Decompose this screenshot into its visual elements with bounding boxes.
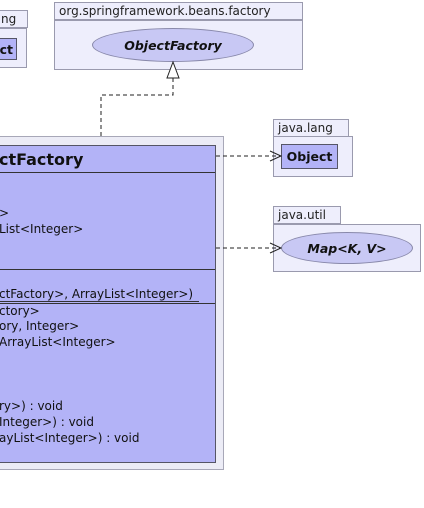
- map-label: Map<K, V>: [307, 240, 387, 256]
- package-name-lang: java.lang: [278, 121, 333, 135]
- method-1: ctory>: [0, 304, 40, 318]
- field-2: List<Integer>: [0, 222, 84, 236]
- object-node-left-label: ect: [0, 41, 13, 57]
- fields-divider: [0, 269, 215, 270]
- method-5: Integer>) : void: [0, 415, 94, 429]
- method-4: ry>) : void: [0, 399, 63, 413]
- main-class-title: ctFactory: [0, 150, 84, 169]
- package-name-factory: org.springframework.beans.factory: [59, 4, 271, 18]
- method-3: ArrayList<Integer>: [0, 335, 116, 349]
- method-6: ayList<Integer>) : void: [0, 431, 140, 445]
- dependency-arrowhead-map: [269, 242, 283, 254]
- package-tab-util: java.util: [273, 206, 341, 224]
- package-name-util: java.util: [278, 208, 326, 222]
- constructor-1: ctFactory>, ArrayList<Integer>): [0, 287, 194, 301]
- method-2: ory, Integer>: [0, 319, 80, 333]
- title-divider: [0, 172, 215, 173]
- objectfactory-label: ObjectFactory: [124, 37, 222, 53]
- constructor-underline: [0, 301, 199, 302]
- realization-edge: [100, 78, 174, 136]
- object-node-left: ect: [0, 38, 17, 60]
- map-interface: Map<K, V>: [281, 232, 413, 264]
- objectfactory-interface: ObjectFactory: [92, 28, 254, 62]
- package-name-left: ng: [1, 12, 17, 26]
- constructors-divider: [0, 303, 215, 304]
- object-class-label: Object: [286, 149, 333, 164]
- package-tab-factory: org.springframework.beans.factory: [54, 2, 303, 20]
- realization-arrowhead: [166, 60, 180, 79]
- main-class: ctFactory > List<Integer> ctFactory>, Ar…: [0, 145, 216, 463]
- field-1: >: [0, 206, 10, 220]
- object-class: Object: [281, 144, 338, 169]
- dependency-arrowhead-object: [269, 150, 283, 162]
- package-tab-left: ng: [0, 10, 28, 28]
